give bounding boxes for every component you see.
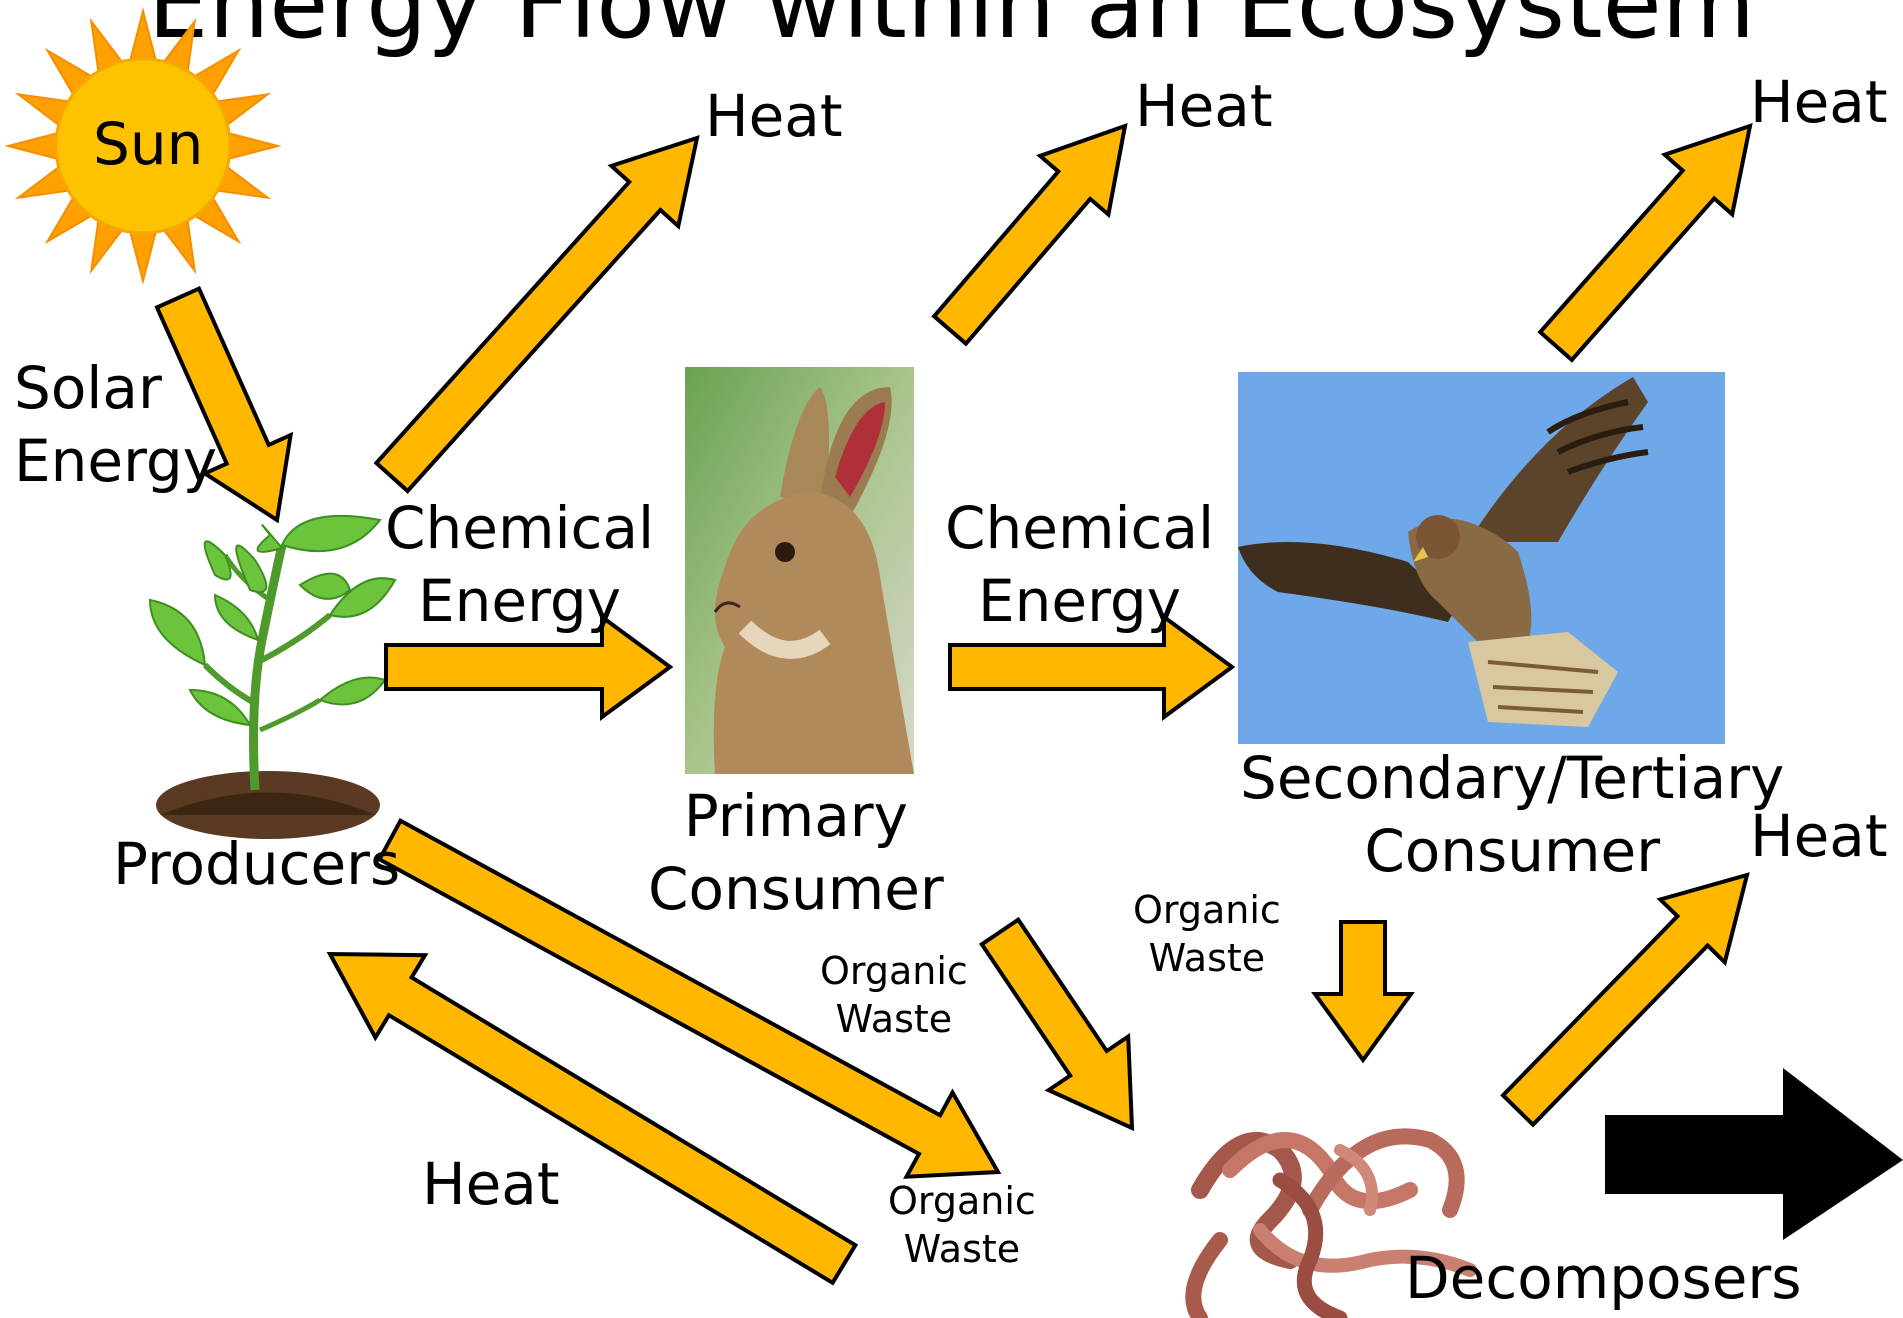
chemical-energy-label-1: Chemical Energy: [385, 492, 654, 637]
heat-arrow-secondary: [1540, 126, 1750, 360]
decomposers-label: Decomposers: [1405, 1242, 1801, 1315]
organic-waste-arrow-secondary: [1315, 922, 1411, 1060]
organic-waste-arrow-primary: [982, 920, 1132, 1128]
chemical-energy-label-2: Chemical Energy: [945, 492, 1214, 637]
heat-arrow-producers: [376, 138, 697, 491]
heat-label-primary: Heat: [1135, 70, 1273, 143]
heat-label-secondary: Heat: [1750, 66, 1888, 139]
plant-icon: [150, 516, 395, 839]
organic-waste-label-secondary: Organic Waste: [1133, 887, 1281, 982]
heat-label-producers: Heat: [705, 80, 843, 153]
organic-waste-label-primary: Organic Waste: [820, 948, 968, 1043]
primary-consumer-label: Primary Consumer: [648, 780, 944, 925]
rabbit-icon: [685, 367, 914, 774]
next-arrow-icon: [1605, 1068, 1903, 1240]
heat-label-decomposers: Heat: [1750, 800, 1888, 873]
heat-arrow-return: [330, 954, 855, 1283]
solar-energy-label: Solar Energy: [14, 352, 217, 497]
heat-arrow-decomposers: [1503, 875, 1747, 1125]
heat-arrow-primary: [934, 126, 1125, 344]
secondary-consumer-label: Secondary/Tertiary Consumer: [1240, 742, 1784, 887]
organic-waste-label-producers: Organic Waste: [888, 1178, 1036, 1273]
sun-label: Sun: [93, 108, 203, 181]
heat-label-return: Heat: [422, 1148, 560, 1221]
hawk-icon: [1238, 372, 1725, 744]
producers-label: Producers: [113, 828, 400, 901]
